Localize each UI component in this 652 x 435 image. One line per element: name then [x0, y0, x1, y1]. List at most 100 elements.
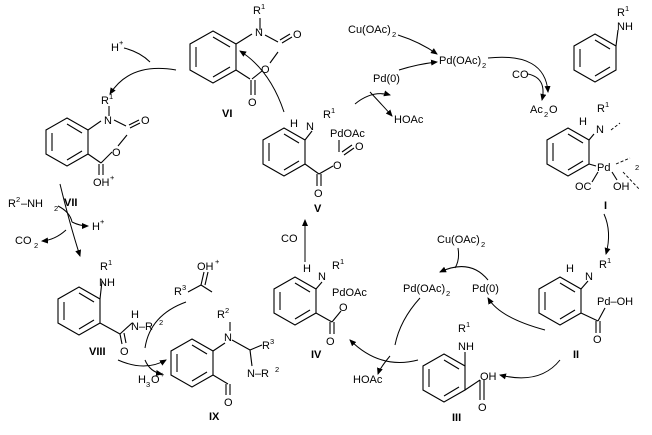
h3o-plus: +	[160, 370, 165, 379]
compound-ii-structure	[538, 276, 606, 333]
compound-label-i: I	[604, 200, 607, 212]
i-oc-label: OC	[575, 181, 592, 193]
amine-r-sup: 2	[16, 195, 20, 204]
hoac-top-label: HOAc	[394, 114, 424, 126]
aldehyde-r-sup: 3	[182, 283, 186, 292]
iv-h-label: H	[303, 263, 311, 275]
arrow-vi-to-vii	[109, 67, 177, 95]
compound-label-ix: IX	[209, 411, 220, 423]
iii-r-sup: 1	[466, 320, 470, 329]
i-h-label: H	[579, 116, 587, 128]
vi-carbonyl-o: O	[293, 29, 302, 41]
cu-oac2-bottom-text: Cu(OAc)	[437, 234, 480, 246]
aldehyde-oh-plus: +	[215, 257, 220, 266]
compound-label-vii: VII	[64, 197, 77, 209]
ac2o-sub: 2	[544, 110, 548, 119]
arrow-v-to-hoac	[369, 91, 393, 117]
arrow-h-plus-in	[123, 47, 151, 63]
h-plus-top-sup: +	[119, 38, 124, 47]
amine-r-text: R	[8, 198, 16, 210]
arrow-viii-to-ix	[117, 359, 167, 367]
arrow-ii-to-pd0-bottom	[487, 297, 546, 331]
h-plus-mid-sup: +	[100, 217, 105, 226]
viii-r-superscript: 1	[108, 258, 112, 267]
ii-n-label: N	[585, 271, 593, 283]
reagent-amine: R 2 –NH 2	[8, 195, 58, 213]
compound-iii-structure	[422, 352, 485, 403]
compound-v-structure	[262, 127, 355, 186]
pd-oac2-top-text: Pd(OAc)	[439, 55, 481, 67]
pd0-bottom-label: Pd(0)	[472, 283, 499, 295]
arrow-cu-bottom-in	[454, 247, 460, 269]
compound-label-iv: IV	[311, 349, 322, 361]
cu-oac2-top-text: Cu(OAc)	[348, 24, 391, 36]
i-r-sup: 1	[605, 100, 609, 109]
compound-vii-structure	[45, 106, 141, 175]
amine-nh-text: –NH	[21, 198, 43, 210]
arrow-iii-to-iv	[349, 339, 419, 363]
arrow-pd0-regen-top	[398, 59, 438, 71]
viii-r2-superscript: 2	[159, 318, 163, 327]
aniline-r-sup: 1	[625, 4, 629, 13]
compound-ix-structure	[170, 322, 263, 395]
aldehyde-r-text: R	[174, 286, 182, 298]
compound-iv-structure	[273, 276, 342, 334]
pd-oac2-bottom-text: Pd(OAc)	[403, 283, 445, 295]
iv-pdoac-label: PdOAc	[332, 287, 367, 299]
h3o-tail: O	[151, 374, 160, 386]
v-carbonyl-o: O	[355, 141, 364, 153]
vi-ring-o: O	[261, 64, 270, 76]
aniline-r-label: R	[617, 7, 625, 19]
vii-r-superscript: 1	[109, 92, 113, 101]
vi-n-atom: N	[255, 27, 263, 39]
iii-r-label: R	[458, 323, 466, 335]
v-pdoac-label: PdOAc	[330, 128, 365, 140]
arrow-h3o-out	[144, 359, 163, 376]
reagent-cu-oac2-bottom: Cu(OAc) 2	[437, 234, 485, 249]
i-oh-label: OH	[613, 181, 630, 193]
compound-label-ii: II	[573, 349, 579, 361]
pd-oac2-bottom-sub: 2	[446, 289, 450, 298]
viii-n-label: N–R	[131, 321, 153, 333]
ii-r-sup: 1	[607, 256, 611, 265]
arrow-pd-bottom-into-iv	[394, 297, 421, 346]
arrow-v-to-vi	[239, 50, 285, 113]
ii-r-label: R	[599, 259, 607, 271]
ix-r2-top-label: R	[217, 309, 225, 321]
v-n-label: N	[306, 121, 314, 133]
arrow-pd-to-aniline	[487, 56, 551, 93]
ix-nr2-label: N–R	[247, 368, 269, 380]
v-lactone-o: O	[314, 188, 323, 200]
compound-label-iii: III	[452, 412, 461, 424]
viii-r-label: R	[100, 261, 108, 273]
v-h-label: H	[290, 118, 298, 130]
ix-nr2-sup: 2	[275, 365, 279, 374]
ac2o-tail: O	[549, 104, 558, 116]
vii-carbonyl-o: O	[141, 115, 150, 127]
viii-h-label: H	[131, 309, 139, 321]
vii-oh-plus: +	[110, 173, 115, 182]
compound-vi-structure	[189, 18, 293, 95]
h3o-text: H	[138, 374, 146, 386]
iv-carbonyl-o: O	[326, 336, 335, 348]
vii-ring-o: O	[112, 147, 121, 159]
compound-label-vi: VI	[222, 108, 232, 120]
i-n-label: N	[596, 124, 604, 136]
co2-sub: 2	[34, 241, 38, 250]
cu-oac2-bottom-sub: 2	[481, 240, 485, 249]
h3o-sub: 3	[146, 380, 150, 389]
reagent-ac2o: Ac 2 O	[530, 104, 558, 119]
reagent-h-plus-top: H +	[111, 38, 124, 54]
co-top-label: CO	[512, 69, 529, 81]
compound-label-viii: VIII	[89, 346, 106, 358]
ix-r3-label: R	[262, 340, 270, 352]
vii-r-label: R	[101, 95, 109, 107]
arrow-i-to-ii	[603, 213, 611, 255]
hoac-bottom-label: HOAc	[353, 374, 383, 386]
aldehyde-co-bond-2	[204, 271, 209, 286]
iii-carbonyl-o: O	[478, 402, 487, 414]
aniline-nh-label: NH	[617, 21, 633, 33]
co-mid-label: CO	[281, 233, 298, 245]
iv-o-label: O	[339, 302, 348, 314]
